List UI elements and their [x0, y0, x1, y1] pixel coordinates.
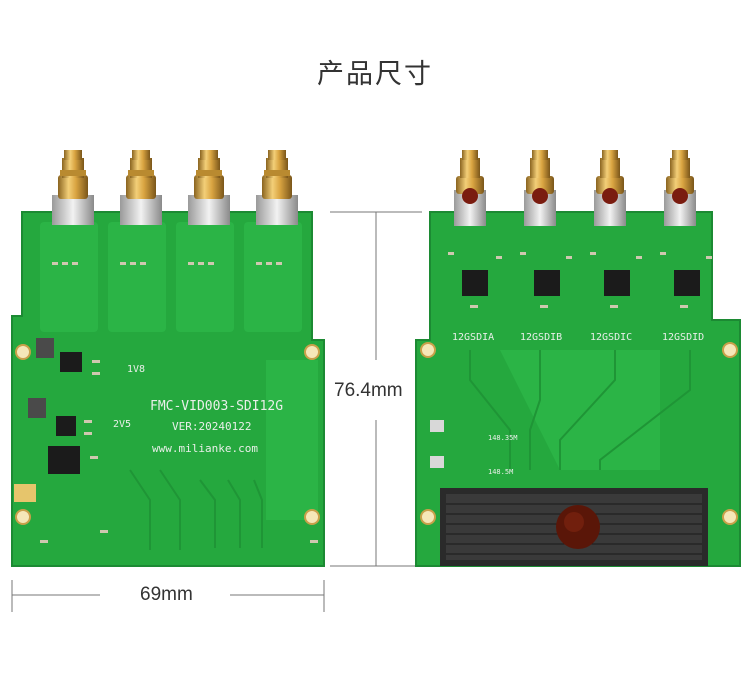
bnc-connector	[52, 150, 94, 225]
back-board: 12GSDIA 12GSDIB 12GSDIC 12GSDID 148.35M …	[415, 150, 741, 567]
fmc-connector	[440, 488, 708, 566]
width-dimension-label: 69mm	[140, 584, 193, 605]
channel-label-a: 12GSDIA	[452, 332, 494, 343]
width-dimension	[11, 580, 325, 612]
board-version-label: VER:20240122	[172, 420, 251, 433]
rail-2v5-label: 2V5	[113, 419, 131, 430]
bnc-connector	[664, 150, 696, 226]
height-dimension-label: 76.4mm	[334, 380, 403, 401]
freq-label-1: 148.35M	[488, 434, 518, 442]
bnc-connector	[120, 150, 162, 225]
rail-1v8-label: 1V8	[127, 364, 145, 375]
mounting-hole	[15, 344, 320, 525]
channel-label-c: 12GSDIC	[590, 332, 632, 343]
bnc-connector	[256, 150, 298, 225]
bnc-connector	[188, 150, 230, 225]
height-dimension	[330, 211, 422, 567]
bnc-connector	[594, 150, 626, 226]
channel-label-d: 12GSDID	[662, 332, 704, 343]
bnc-connector	[524, 150, 556, 226]
bnc-connector	[454, 150, 486, 226]
board-website-label: www.milianke.com	[152, 442, 258, 455]
front-board: 1V8 2V5 FMC-VID003-SDI12G VER:20240122 w…	[11, 150, 325, 567]
board-model-label: FMC-VID003-SDI12G	[150, 399, 283, 414]
freq-label-2: 148.5M	[488, 468, 513, 476]
page-title: 产品尺寸	[317, 59, 433, 90]
channel-label-b: 12GSDIB	[520, 332, 562, 343]
